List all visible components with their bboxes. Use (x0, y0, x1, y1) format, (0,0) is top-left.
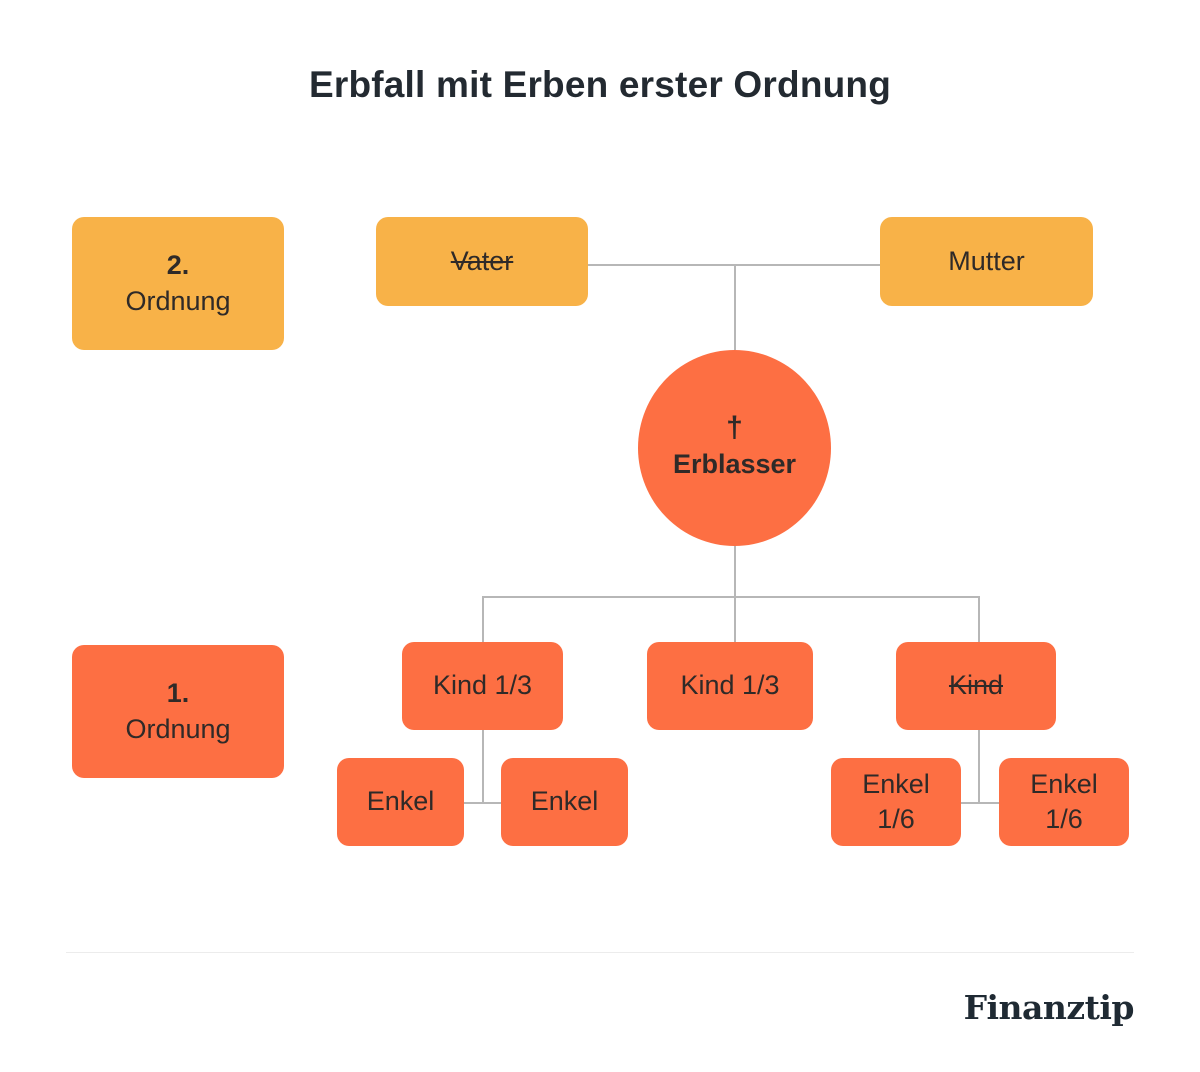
connector-child3-to-grandchildren (978, 729, 980, 803)
connector-child1-to-grandchildren (482, 729, 484, 803)
connector-children-horizontal (482, 596, 980, 598)
footer-divider (66, 952, 1134, 953)
connector-grandchildren-right-horizontal (959, 802, 1000, 804)
connector-decedent-to-children (734, 545, 736, 642)
node-mother: Mutter (880, 217, 1093, 306)
brand-logo: Finanztip (963, 988, 1135, 1027)
node-child-3: Kind (896, 642, 1056, 730)
node-mother-label: Mutter (948, 245, 1025, 276)
node-grandchild-3: Enkel 1/6 (831, 758, 961, 846)
node-grandchild-label: Enkel (530, 786, 599, 817)
node-grandchild-1: Enkel (337, 758, 464, 846)
node-grandchild-share: 1/6 (1045, 804, 1083, 834)
legend-first-order-number: 1. (166, 678, 190, 709)
legend-second-order-label: Ordnung (125, 285, 231, 316)
cross-icon: † (726, 411, 743, 445)
node-grandchild-share: 1/6 (877, 804, 915, 834)
node-grandchild-2: Enkel (501, 758, 628, 846)
node-grandchild-label: Enkel (366, 786, 435, 817)
node-child-label: Kind (948, 670, 1004, 701)
connector-parents-to-decedent (734, 264, 736, 350)
legend-first-order: 1. Ordnung (72, 645, 284, 778)
connector-child1-drop (482, 596, 484, 642)
legend-second-order: 2. Ordnung (72, 217, 284, 350)
node-decedent: † Erblasser (638, 350, 831, 546)
node-grandchild-label: Enkel (862, 768, 930, 799)
node-father-label: Vater (450, 245, 514, 276)
diagram-title: Erbfall mit Erben erster Ordnung (308, 64, 892, 105)
node-father: Vater (376, 217, 588, 306)
connector-grandchildren-left-horizontal (462, 802, 502, 804)
node-grandchild-label: Enkel (1030, 768, 1098, 799)
legend-second-order-number: 2. (166, 250, 190, 281)
node-decedent-label: Erblasser (672, 449, 797, 480)
node-child-2: Kind 1/3 (647, 642, 813, 730)
node-child-label: Kind 1/3 (432, 670, 533, 701)
legend-first-order-label: Ordnung (125, 713, 231, 744)
node-grandchild-4: Enkel 1/6 (999, 758, 1129, 846)
connector-child3-drop (978, 596, 980, 642)
node-child-1: Kind 1/3 (402, 642, 563, 730)
node-child-label: Kind 1/3 (680, 670, 780, 701)
